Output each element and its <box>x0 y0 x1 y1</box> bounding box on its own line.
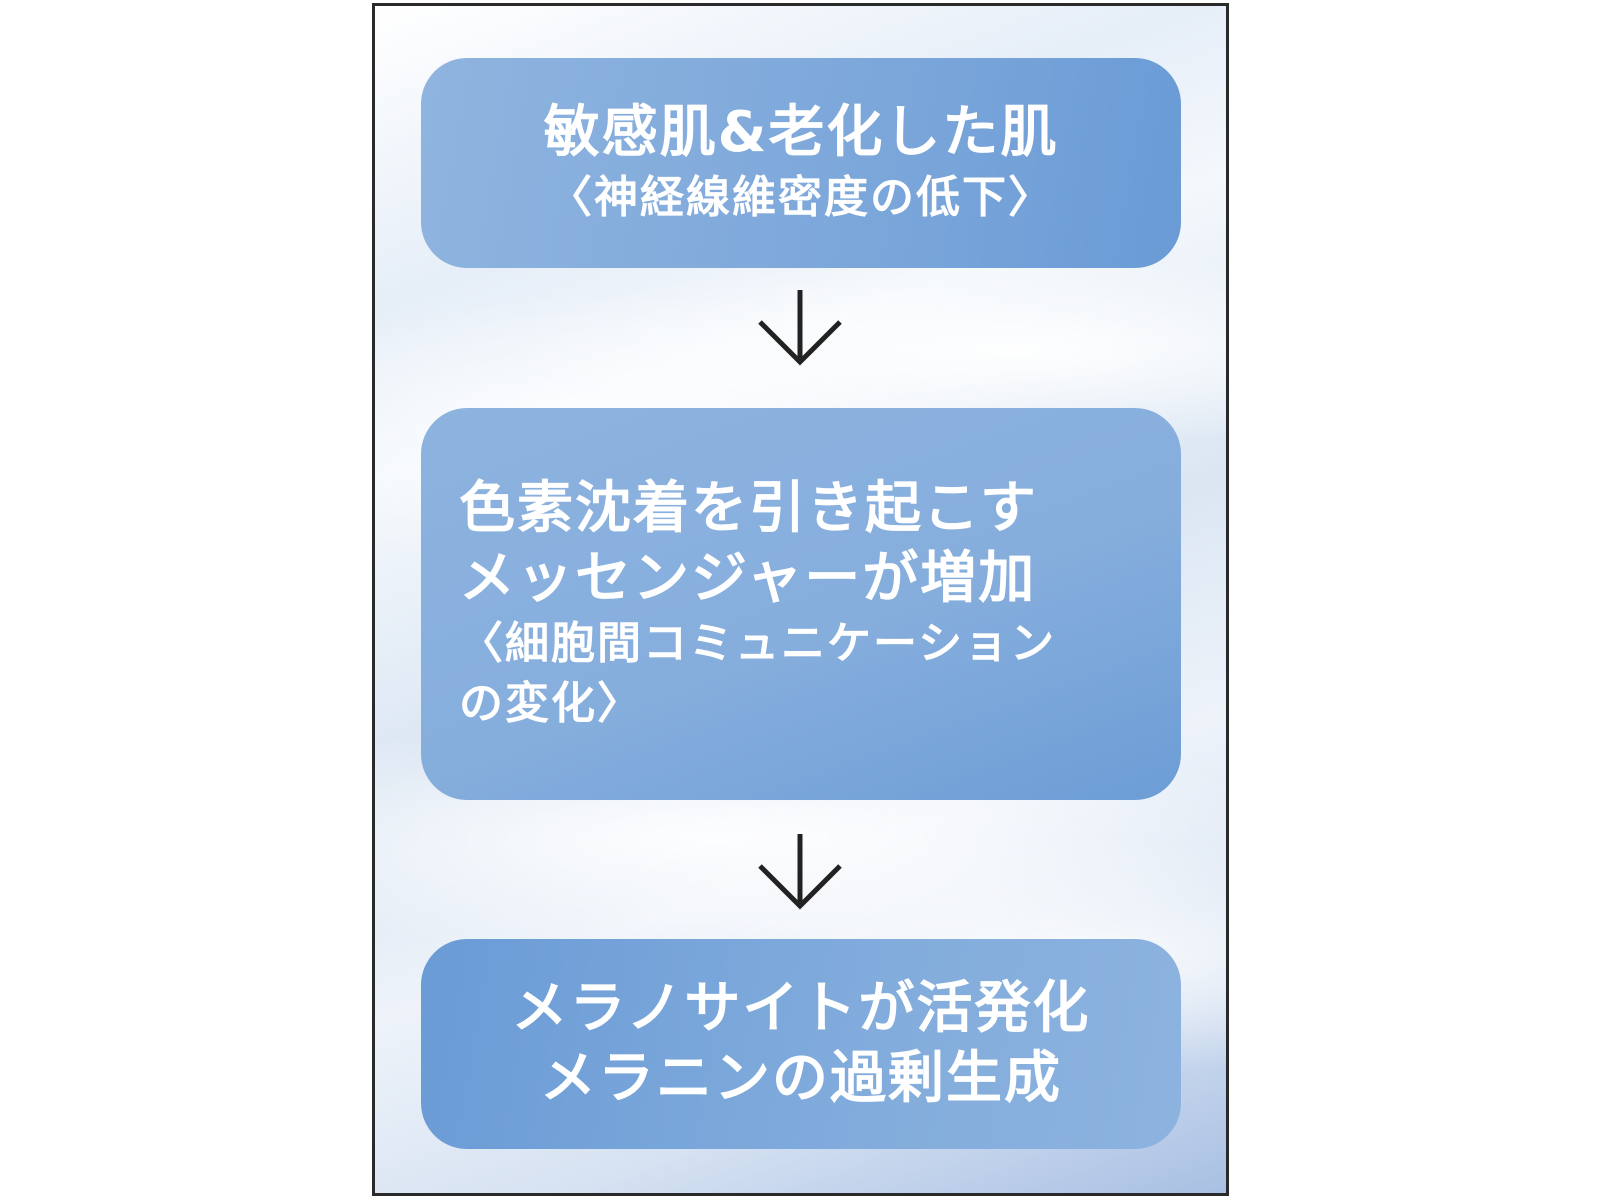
step1-subtitle: 〈神経線維密度の低下〉 <box>548 172 1054 223</box>
step-box-2: 色素沈着を引き起こす メッセンジャーが増加 〈細胞間コミュニケーション の変化〉 <box>421 408 1181 800</box>
step1-title: 敏感肌&老化した肌 <box>543 100 1059 165</box>
step-box-3: メラノサイトが活発化 メラニンの過剰生成 <box>421 939 1181 1149</box>
step3-line1: メラノサイトが活発化 <box>511 976 1091 1041</box>
step2-line3: 〈細胞間コミュニケーション <box>459 618 1057 669</box>
step2-line1: 色素沈着を引き起こす <box>459 476 1038 541</box>
step3-line2: メラニンの過剰生成 <box>540 1046 1062 1111</box>
step2-line2: メッセンジャーが増加 <box>459 546 1037 611</box>
down-arrow-icon <box>758 290 842 366</box>
down-arrow-icon <box>758 834 842 910</box>
step-box-1: 敏感肌&老化した肌 〈神経線維密度の低下〉 <box>421 58 1181 268</box>
step2-line4: の変化〉 <box>459 678 643 729</box>
flow-diagram-frame: 敏感肌&老化した肌 〈神経線維密度の低下〉 色素沈着を引き起こす メッセンジャー… <box>372 3 1229 1196</box>
